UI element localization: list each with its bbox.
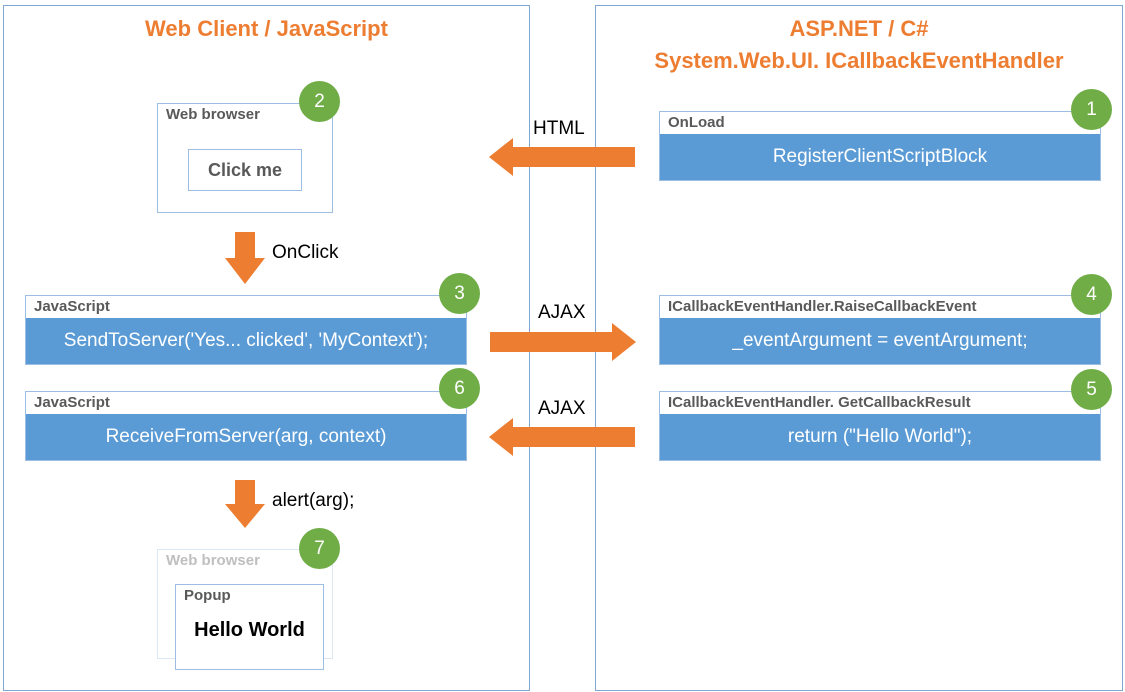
event-argument-code: _eventArgument = eventArgument; bbox=[660, 318, 1100, 364]
popup-header: Popup bbox=[184, 587, 231, 604]
ajax-request-label: AJAX bbox=[538, 302, 586, 323]
onload-box: OnLoad RegisterClientScriptBlock bbox=[659, 111, 1101, 181]
receive-from-server-code: ReceiveFromServer(arg, context) bbox=[26, 414, 466, 460]
step-badge-1: 1 bbox=[1071, 89, 1112, 130]
popup-box: Popup Hello World bbox=[175, 584, 324, 670]
get-callback-result-header: ICallbackEventHandler. GetCallbackResult bbox=[668, 394, 971, 411]
step-badge-6: 6 bbox=[439, 368, 480, 409]
html-arrow-icon bbox=[489, 138, 635, 176]
step-badge-5: 5 bbox=[1071, 369, 1112, 410]
step-badge-7: 7 bbox=[299, 528, 340, 569]
onclick-label: OnClick bbox=[272, 242, 339, 263]
raise-callback-event-box: ICallbackEventHandler.RaiseCallbackEvent… bbox=[659, 295, 1101, 365]
javascript-send-header: JavaScript bbox=[34, 298, 110, 315]
step-badge-4: 4 bbox=[1071, 274, 1112, 315]
server-title-line1: ASP.NET / C# bbox=[789, 16, 929, 41]
get-callback-result-box: ICallbackEventHandler. GetCallbackResult… bbox=[659, 391, 1101, 461]
onload-header: OnLoad bbox=[668, 114, 725, 131]
web-browser-box: Web browser Click me bbox=[157, 103, 333, 213]
ajax-response-arrow-icon bbox=[489, 418, 635, 456]
register-client-script-block-code: RegisterClientScriptBlock bbox=[660, 134, 1100, 180]
server-title-line2: System.Web.UI. ICallbackEventHandler bbox=[654, 48, 1064, 73]
step-badge-2: 2 bbox=[299, 81, 340, 122]
javascript-receive-header: JavaScript bbox=[34, 394, 110, 411]
step-badge-3: 3 bbox=[439, 273, 480, 314]
web-browser-faded-header: Web browser bbox=[166, 552, 260, 569]
html-arrow-label: HTML bbox=[533, 118, 585, 139]
javascript-receive-box: JavaScript ReceiveFromServer(arg, contex… bbox=[25, 391, 467, 461]
ajax-request-arrow-icon bbox=[490, 323, 636, 361]
alert-label: alert(arg); bbox=[272, 490, 355, 511]
onclick-arrow-icon bbox=[225, 232, 265, 284]
return-hello-world-code: return ("Hello World"); bbox=[660, 414, 1100, 460]
send-to-server-code: SendToServer('Yes... clicked', 'MyContex… bbox=[26, 318, 466, 364]
click-me-button[interactable]: Click me bbox=[188, 149, 302, 191]
ajax-response-label: AJAX bbox=[538, 398, 586, 419]
alert-arrow-icon bbox=[225, 480, 265, 528]
web-client-title: Web Client / JavaScript bbox=[145, 16, 388, 41]
web-browser-header: Web browser bbox=[166, 106, 260, 123]
popup-message: Hello World bbox=[194, 619, 305, 641]
javascript-send-box: JavaScript SendToServer('Yes... clicked'… bbox=[25, 295, 467, 365]
raise-callback-event-header: ICallbackEventHandler.RaiseCallbackEvent bbox=[668, 298, 977, 315]
